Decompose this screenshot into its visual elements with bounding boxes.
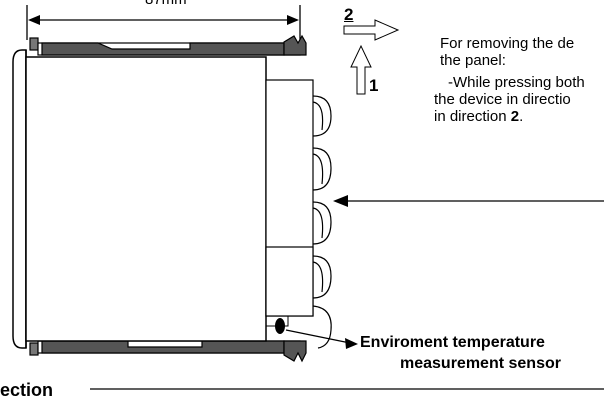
top-mounting-clip	[29, 34, 307, 56]
instruction-line-1: For removing the de	[440, 35, 575, 52]
section-title: ection	[0, 380, 54, 400]
sensor-pointer-line	[285, 329, 351, 344]
terminal-cable-loops	[312, 95, 332, 349]
instruction-line-5: in direction 2.	[434, 108, 523, 125]
instruction-line-5-prefix: in direction	[434, 108, 511, 125]
bottom-mounting-clip	[29, 340, 307, 363]
direction-2-arrow	[343, 19, 400, 41]
instruction-line-5-suffix: .	[519, 108, 524, 125]
dimension-arrowhead-left	[28, 15, 40, 25]
instruction-line-3: -While pressing both	[448, 74, 585, 91]
terminal-pointer-arrowhead	[333, 195, 348, 207]
dimension-label: 87mm	[145, 0, 187, 8]
sensor-label-line-2: measurement sensor	[400, 355, 561, 372]
instruction-line-5-direction: 2	[510, 108, 520, 125]
direction-1-arrow	[350, 44, 372, 95]
sensor-pointer-arrowhead	[345, 338, 358, 349]
direction-1-label: 1	[369, 76, 379, 95]
front-bezel	[12, 49, 27, 349]
sensor-mount	[265, 315, 289, 327]
sensor-label-line-1: Enviroment temperature	[360, 334, 545, 351]
dimension-arrowhead-right	[287, 15, 299, 25]
instruction-line-4: the device in directio	[434, 91, 571, 108]
dimension-line	[26, 5, 301, 40]
device-housing	[25, 56, 267, 342]
terminal-block	[265, 79, 314, 317]
instruction-line-2: the panel:	[440, 52, 506, 69]
direction-2-label: 2	[344, 5, 354, 24]
